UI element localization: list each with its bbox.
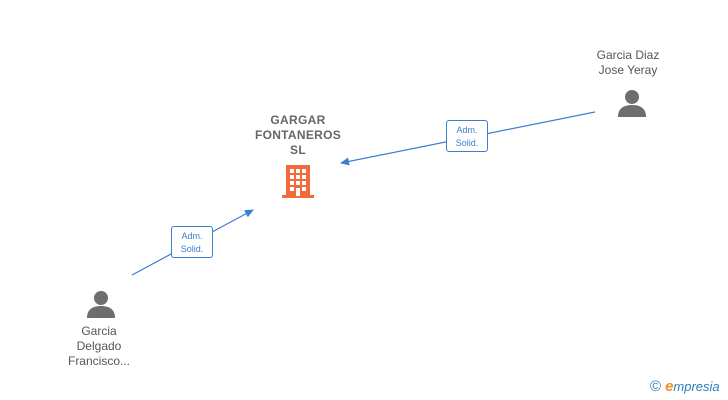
brand-initial: e — [665, 378, 674, 395]
person-name-top[interactable]: Garcia Diaz Jose Yeray — [578, 48, 678, 78]
company-name[interactable]: GARGAR FONTANEROS SL — [238, 113, 358, 158]
empresia-logo[interactable]: ©empresia — [650, 378, 720, 398]
copyright-icon: © — [650, 378, 662, 395]
person-name-bottom[interactable]: Garcia Delgado Francisco... — [49, 324, 149, 369]
company-name-line-2: FONTANEROS — [254, 128, 342, 142]
edge-label-bottom-line-1: Adm. — [181, 231, 203, 241]
person-icon[interactable] — [617, 89, 647, 117]
edge-label-top-line-1: Adm. — [456, 125, 478, 135]
person-name-bottom-line-3: Francisco... — [67, 354, 130, 368]
company-name-line-3: SL — [290, 143, 306, 157]
edge-label-bottom[interactable]: Adm. Solid. — [171, 226, 213, 258]
person-name-bottom-line-1: Garcia — [81, 324, 117, 338]
company-name-line-1: GARGAR — [270, 113, 326, 127]
person-name-top-line-2: Jose Yeray — [598, 63, 658, 77]
person-icon[interactable] — [86, 290, 116, 318]
person-name-bottom-line-2: Delgado — [76, 339, 122, 353]
edge-label-top[interactable]: Adm. Solid. — [446, 120, 488, 152]
edge-label-top-line-2: Solid. — [455, 138, 479, 148]
building-icon[interactable] — [282, 164, 314, 199]
brand-name: mpresia — [673, 379, 720, 394]
person-name-top-line-1: Garcia Diaz — [596, 48, 660, 62]
edge-label-bottom-line-2: Solid. — [180, 244, 204, 254]
